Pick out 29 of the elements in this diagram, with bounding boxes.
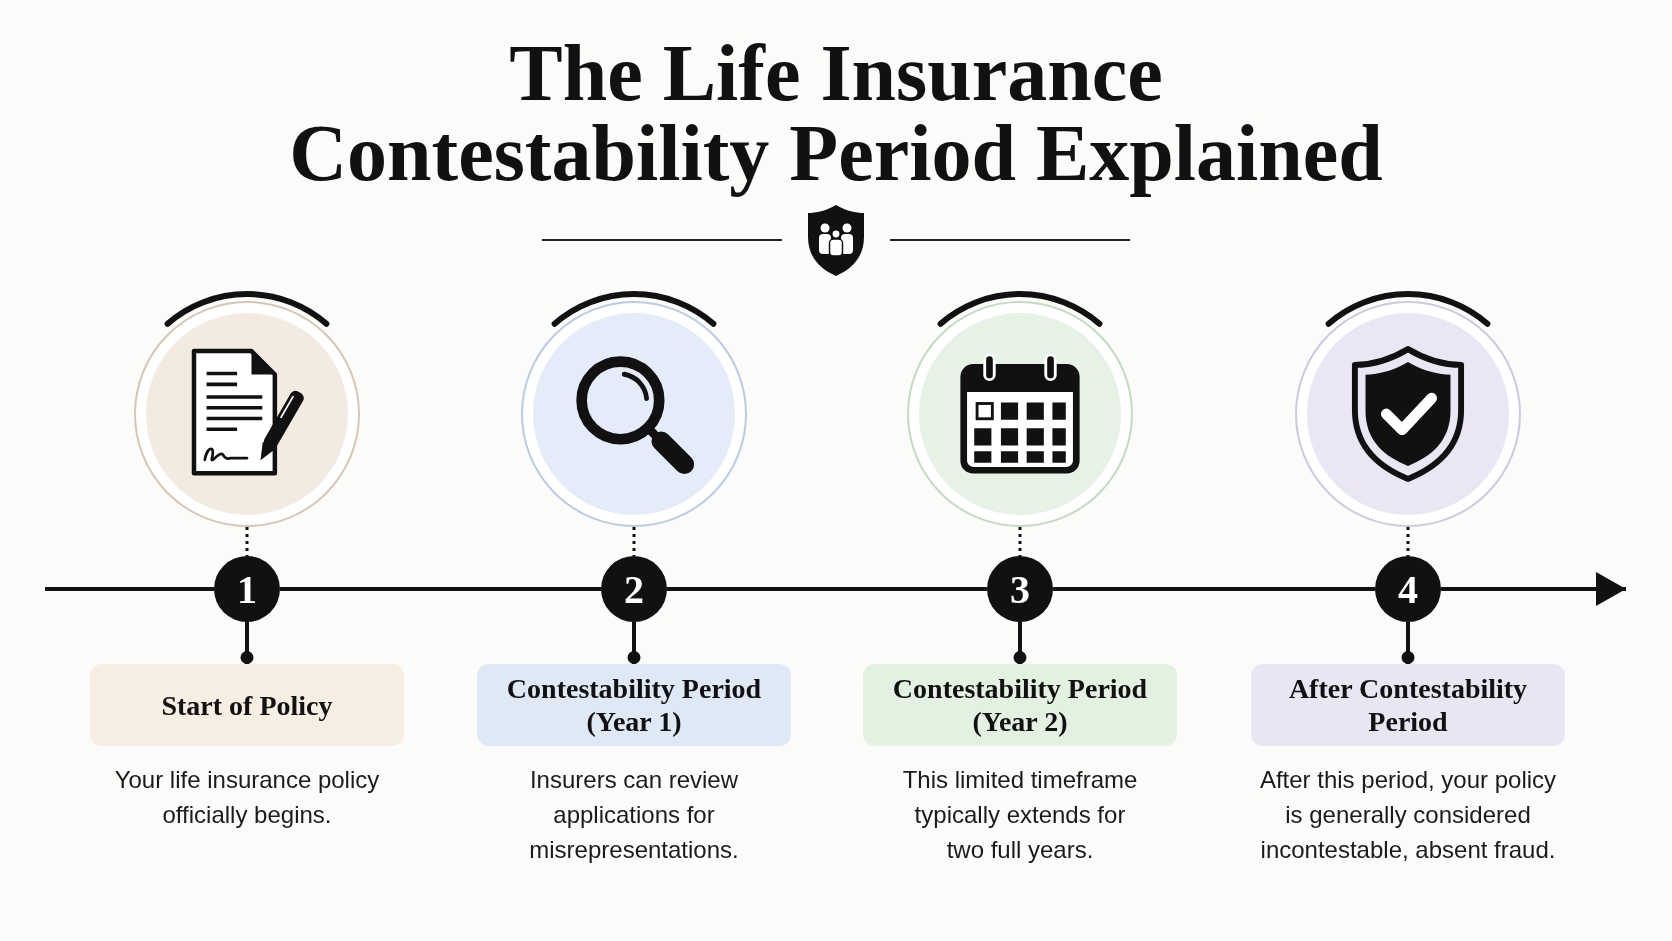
icon-circle (521, 301, 747, 527)
timeline-line (1053, 587, 1375, 591)
stage-description: This limited timeframe typically extends for two full years. (901, 765, 1139, 865)
icon-circle (134, 301, 360, 527)
icon-circle (907, 301, 1133, 527)
timeline-line (280, 587, 601, 591)
step-number-circle: 3 (987, 556, 1053, 622)
dotted-connector (245, 527, 249, 556)
stage-title-box: After Contestability Period (1251, 664, 1565, 746)
dot-end-connector (627, 622, 641, 664)
dotted-connector (1406, 527, 1410, 556)
stage-title-box: Contestability Period (Year 2) (863, 664, 1177, 746)
dot-end-connector (1013, 622, 1027, 664)
timeline-line (45, 587, 214, 591)
icon-circle (1295, 301, 1521, 527)
stage-description: Your life insurance policy officially begins. (113, 765, 381, 830)
dotted-connector (1018, 527, 1022, 556)
step-number-circle: 1 (214, 556, 280, 622)
timeline-line (667, 587, 987, 591)
timeline-arrow (1441, 572, 1626, 606)
dot-end-connector (1401, 622, 1415, 664)
step-number-circle: 2 (601, 556, 667, 622)
stage-title-box: Start of Policy (90, 664, 404, 746)
dotted-connector (632, 527, 636, 556)
step-number-circle: 4 (1375, 556, 1441, 622)
stage-description: Insurers can review applications for misrepresentations. (528, 765, 740, 865)
stage-title-box: Contestability Period (Year 1) (477, 664, 791, 746)
dot-end-connector (240, 622, 254, 664)
stage-description: After this period, your policy is generally considered incontestable, absent fraud. (1258, 765, 1558, 865)
